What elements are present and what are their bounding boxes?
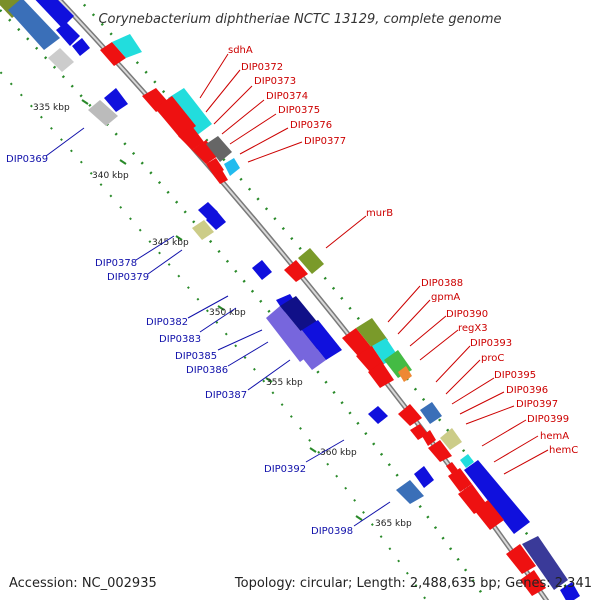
gene-label-murb: murB bbox=[366, 208, 393, 219]
gene-label-dip0395: DIP0395 bbox=[494, 370, 536, 381]
gene-label-hema: hemA bbox=[540, 431, 569, 442]
gene-features bbox=[0, 0, 580, 600]
gene-label-gpma: gpmA bbox=[431, 292, 460, 303]
gene-label-dip0375: DIP0375 bbox=[278, 105, 320, 116]
gene-label-dip0399: DIP0399 bbox=[527, 414, 569, 425]
gene-label-dip0397: DIP0397 bbox=[516, 399, 558, 410]
gene-label-dip0377: DIP0377 bbox=[304, 136, 346, 147]
gene-label-sdha: sdhA bbox=[228, 45, 253, 56]
map-title: Corynebacterium diphtheriae NCTC 13129, … bbox=[98, 12, 501, 27]
tick-335: 335 kbp bbox=[33, 103, 70, 113]
gene-label-regx3: regX3 bbox=[458, 323, 488, 334]
gene-label-dip0376: DIP0376 bbox=[290, 120, 332, 131]
gene-label-dip0374: DIP0374 bbox=[266, 91, 308, 102]
tick-355: 355 kbp bbox=[266, 378, 303, 388]
gene-label-dip0382: DIP0382 bbox=[146, 317, 188, 328]
gene-label-dip0369: DIP0369 bbox=[6, 154, 48, 165]
tick-360: 360 kbp bbox=[320, 448, 357, 458]
gene-label-dip0385: DIP0385 bbox=[175, 351, 217, 362]
tick-340: 340 kbp bbox=[92, 171, 129, 181]
tick-350: 350 kbp bbox=[209, 308, 246, 318]
gene-label-hemc: hemC bbox=[549, 445, 578, 456]
gene-label-dip0379: DIP0379 bbox=[107, 272, 149, 283]
gene-label-dip0383: DIP0383 bbox=[159, 334, 201, 345]
genome-backbone bbox=[56, 0, 550, 600]
tick-345: 345 kbp bbox=[152, 238, 189, 248]
gene-label-dip0387: DIP0387 bbox=[205, 390, 247, 401]
scale-ticks: 335 kbp 340 kbp 345 kbp 350 kbp 355 kbp … bbox=[33, 99, 412, 529]
gene-label-dip0388: DIP0388 bbox=[421, 278, 463, 289]
left-gene-labels: DIP0369 DIP0378 DIP0379 DIP0382 DIP0383 … bbox=[6, 127, 391, 537]
gene-label-dip0398: DIP0398 bbox=[311, 526, 353, 537]
gene-label-proc: proC bbox=[481, 353, 504, 364]
gene-label-dip0386: DIP0386 bbox=[186, 365, 228, 376]
gene-label-dip0378: DIP0378 bbox=[95, 258, 137, 269]
gene-label-dip0390: DIP0390 bbox=[446, 309, 488, 320]
inner-dotted-track bbox=[0, 70, 428, 600]
tick-365: 365 kbp bbox=[375, 519, 412, 529]
accession-text: Accession: NC_002935 bbox=[9, 576, 157, 591]
gene-label-dip0392: DIP0392 bbox=[264, 464, 306, 475]
right-gene-labels: sdhA DIP0372 DIP0373 DIP0374 DIP0375 DIP… bbox=[199, 45, 578, 475]
gene-label-dip0373: DIP0373 bbox=[254, 76, 296, 87]
gene-label-dip0372: DIP0372 bbox=[241, 62, 283, 73]
gene-label-dip0396: DIP0396 bbox=[506, 385, 548, 396]
gene-label-dip0393: DIP0393 bbox=[470, 338, 512, 349]
summary-text: Topology: circular; Length: 2,488,635 bp… bbox=[234, 576, 592, 591]
